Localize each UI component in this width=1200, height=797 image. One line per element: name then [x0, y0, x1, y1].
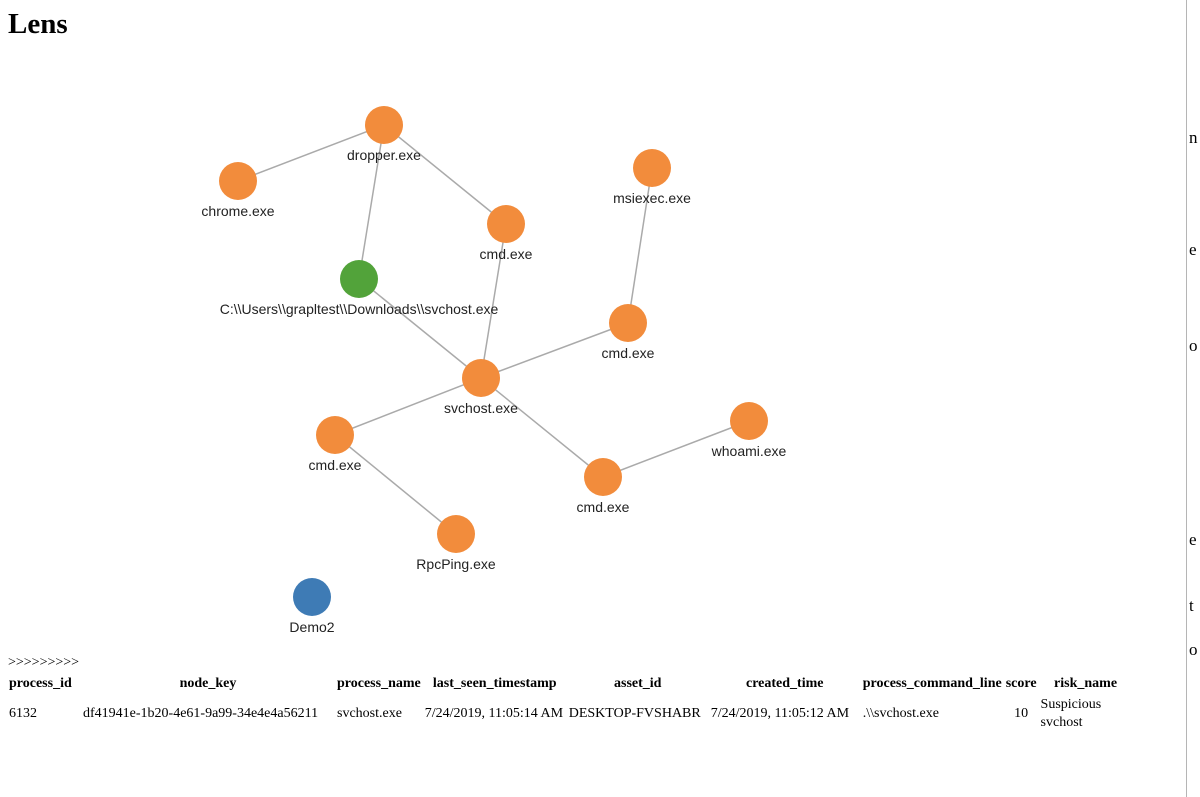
col-process-command-line[interactable]: process_command_line: [862, 676, 1002, 691]
graph-edge-dropper-file: [358, 124, 385, 280]
cell-created-time: 7/24/2019, 11:05:12 AM: [710, 706, 850, 721]
graph-node-label: chrome.exe: [201, 203, 274, 219]
col-asset-id[interactable]: asset_id: [614, 676, 662, 691]
graph-node-demo2[interactable]: [293, 578, 331, 616]
graph-node-svchost[interactable]: [462, 359, 500, 397]
graph-nodes: dropper.exechrome.exemsiexec.execmd.exeC…: [201, 106, 787, 635]
graph-node-label: cmd.exe: [480, 246, 533, 262]
graph-node-file[interactable]: [340, 260, 378, 298]
graph-edge-cmd1-svchost: [480, 223, 507, 379]
cell-score: 10: [1014, 706, 1029, 721]
graph-edge-svchost-cmd2: [480, 322, 629, 379]
graph-node-cmd3[interactable]: [316, 416, 354, 454]
graph-edge-cmd4-whoami: [602, 420, 750, 478]
process-graph[interactable]: dropper.exechrome.exemsiexec.execmd.exeC…: [0, 0, 1186, 650]
graph-node-label: RpcPing.exe: [416, 556, 496, 572]
col-created-time[interactable]: created_time: [745, 676, 824, 691]
graph-node-label: dropper.exe: [347, 147, 421, 163]
graph-node-cmd4[interactable]: [584, 458, 622, 496]
table-header-row: process_id node_key process_name last_se…: [8, 675, 1132, 693]
cell-last-seen-timestamp: 7/24/2019, 11:05:14 AM: [424, 706, 564, 721]
graph-node-whoami[interactable]: [730, 402, 768, 440]
graph-edges: [237, 124, 750, 535]
clipped-panel-glyph: o: [1189, 336, 1198, 355]
cell-node-key: df41941e-1b20-4e61-9a99-34e4e4a56211: [83, 706, 319, 721]
graph-edge-msiexec-cmd2: [627, 167, 653, 324]
graph-node-msiexec[interactable]: [633, 149, 671, 187]
graph-edge-svchost-cmd3: [334, 377, 482, 436]
graph-node-cmd1[interactable]: [487, 205, 525, 243]
cell-asset-id: DESKTOP-FVSHABR: [568, 706, 701, 721]
process-table: process_id node_key process_name last_se…: [6, 673, 1134, 735]
graph-node-label: whoami.exe: [711, 443, 787, 459]
page-title: Lens: [8, 8, 68, 40]
cell-risk-name: Suspicious svchost: [1040, 697, 1102, 730]
graph-node-label: cmd.exe: [602, 345, 655, 361]
col-process-id[interactable]: process_id: [9, 676, 72, 691]
scroll-divider: [1186, 0, 1187, 797]
cell-process-id: 6132: [9, 706, 37, 721]
section-marker: >>>>>>>>>: [8, 655, 80, 670]
graph-node-label: cmd.exe: [309, 457, 362, 473]
clipped-panel-glyph: n: [1189, 128, 1198, 147]
graph-node-rpcping[interactable]: [437, 515, 475, 553]
graph-node-label: msiexec.exe: [613, 190, 691, 206]
graph-node-label: Demo2: [289, 619, 334, 635]
graph-edge-cmd3-rpcping: [334, 434, 457, 535]
table-row: 6132 df41941e-1b20-4e61-9a99-34e4e4a5621…: [8, 695, 1132, 733]
graph-edge-dropper-cmd1: [383, 124, 507, 225]
graph-edge-file-svchost: [358, 278, 482, 379]
col-last-seen-timestamp[interactable]: last_seen_timestamp: [432, 676, 557, 691]
col-process-name[interactable]: process_name: [337, 676, 421, 691]
graph-node-cmd2[interactable]: [609, 304, 647, 342]
col-score[interactable]: score: [1005, 676, 1037, 691]
graph-node-chrome[interactable]: [219, 162, 257, 200]
clipped-panel-glyph: e: [1189, 240, 1197, 259]
graph-edge-svchost-cmd4: [480, 377, 604, 478]
cell-process-command-line: .\\svchost.exe: [862, 706, 939, 721]
graph-node-label: svchost.exe: [444, 400, 518, 416]
cell-process-name: svchost.exe: [337, 706, 402, 721]
clipped-panel-glyph: o: [1189, 640, 1198, 659]
graph-node-dropper[interactable]: [365, 106, 403, 144]
graph-edge-dropper-chrome: [237, 124, 385, 182]
graph-node-label: C:\\Users\\grapltest\\Downloads\\svchost…: [220, 301, 499, 317]
col-node-key[interactable]: node_key: [179, 676, 237, 691]
graph-node-label: cmd.exe: [577, 499, 630, 515]
clipped-panel-glyph: e: [1189, 530, 1197, 549]
clipped-panel-glyph: t: [1189, 596, 1194, 615]
col-risk-name[interactable]: risk_name: [1054, 676, 1118, 691]
